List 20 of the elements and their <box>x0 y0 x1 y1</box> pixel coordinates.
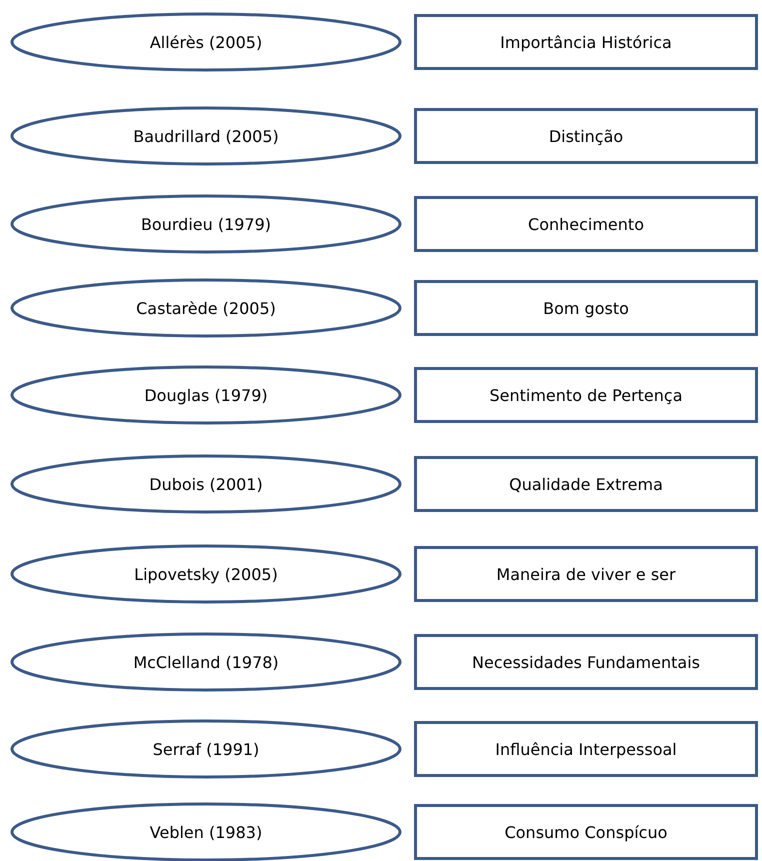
node-label: Conhecimento <box>528 214 644 234</box>
node-label: McClelland (1978) <box>133 652 279 672</box>
node-label: Consumo Conspícuo <box>504 822 668 842</box>
node-label: Bourdieu (1979) <box>140 214 272 234</box>
node-label: Qualidade Extrema <box>509 474 663 494</box>
node-label: Veblen (1983) <box>150 822 262 842</box>
node-label: Dubois (2001) <box>149 474 263 494</box>
node-label: Maneira de viver e ser <box>496 564 676 584</box>
node-label: Sentimento de Pertença <box>489 386 683 404</box>
node-label: Allérès (2005) <box>150 32 262 52</box>
node-label: Douglas (1979) <box>144 386 268 404</box>
node-label: Influência Interpessoal <box>495 740 677 758</box>
node-label: Serraf (1991) <box>152 740 260 758</box>
node-label: Necessidades Fundamentais <box>472 652 700 672</box>
node-label: Baudrillard (2005) <box>133 126 279 146</box>
node-label: Importância Histórica <box>500 32 672 52</box>
node-label: Lipovetsky (2005) <box>134 564 278 584</box>
node-label: Distinção <box>548 126 624 146</box>
node-label: Bom gosto <box>543 298 629 318</box>
node-label: Castarède (2005) <box>136 298 276 318</box>
